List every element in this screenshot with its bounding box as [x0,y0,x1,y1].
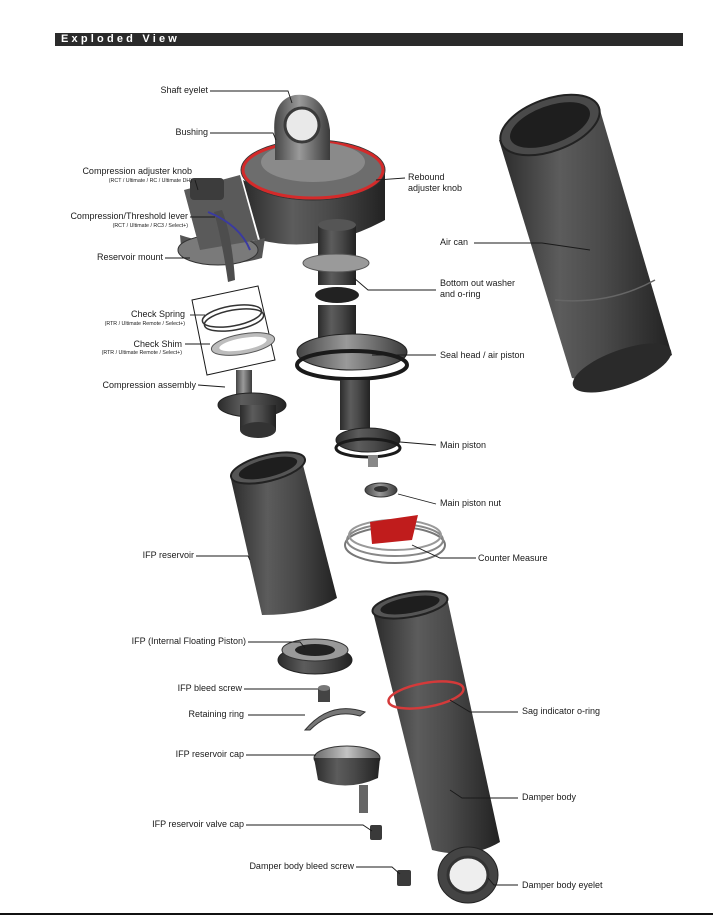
label-shaft-eyelet: Shaft eyelet [160,85,208,95]
label-compression-assembly: Compression assembly [102,380,196,390]
ifp-reservoir-valve-cap [370,825,382,840]
leader-lines [165,90,591,886]
label-damper-body-eyelet: Damper body eyelet [522,880,603,890]
label-damper-body-bleed-screw: Damper body bleed screw [249,861,354,871]
label-check-shim-sub: (RTR / Ultimate Remote / Select+) [101,350,182,356]
label-compression-threshold-lever-sub: (RCT / Ultimate / RC3 / Select+) [112,223,188,229]
label-counter-measure: Counter Measure [478,553,548,563]
air-can [499,93,672,393]
label-main-piston: Main piston [440,440,487,450]
label-reservoir-mount: Reservoir mount [96,252,163,262]
ifp-part [277,638,353,675]
counter-measure [344,515,446,564]
damper-body-bleed-screw [397,870,411,886]
label-check-spring: Check Spring [130,309,185,319]
label-air-can: Air can [440,237,469,247]
label-seal-head: Seal head / air piston [440,350,525,360]
shock-head [177,94,386,282]
label-main-piston-nut: Main piston nut [440,498,502,508]
label-ifp-reservoir-valve-cap: IFP reservoir valve cap [152,819,244,829]
compression-assembly [217,370,287,438]
bottom-rule [0,913,713,915]
label-compression-threshold-lever: Compression/Threshold lever [70,211,188,221]
label-bottom-out-washer-2: and o-ring [440,289,481,299]
label-check-spring-sub: (RTR / Ultimate Remote / Select+) [104,321,185,327]
ifp-bleed-screw [318,685,330,702]
ifp-reservoir-cap [313,745,381,813]
label-rebound-adjuster-knob-1: Rebound [408,172,445,182]
label-sag-indicator: Sag indicator o-ring [522,706,601,716]
label-compression-adjuster-knob: Compression adjuster knob [82,166,192,176]
label-check-shim: Check Shim [133,339,182,349]
shaft-assembly [295,219,409,498]
label-retaining-ring: Retaining ring [188,709,244,719]
damper-body [371,590,500,904]
ifp-reservoir [229,451,337,615]
label-rebound-adjuster-knob-2: adjuster knob [408,183,463,193]
label-bushing: Bushing [175,127,208,137]
label-ifp-reservoir: IFP reservoir [142,550,194,560]
label-damper-body: Damper body [522,792,577,802]
label-compression-adjuster-knob-sub: (RCT / Ultimate / RC / Ultimate DH) [108,178,192,184]
retaining-ring [303,708,367,731]
label-bottom-out-washer-1: Bottom out washer [440,278,516,288]
label-ifp-bleed-screw: IFP bleed screw [177,683,242,693]
label-ifp: IFP (Internal Floating Piston) [131,636,246,646]
label-ifp-reservoir-cap: IFP reservoir cap [175,749,244,759]
header-bar: Exploded View [55,33,683,46]
check-parts-box [191,285,276,376]
page-title: Exploded View [61,33,181,45]
